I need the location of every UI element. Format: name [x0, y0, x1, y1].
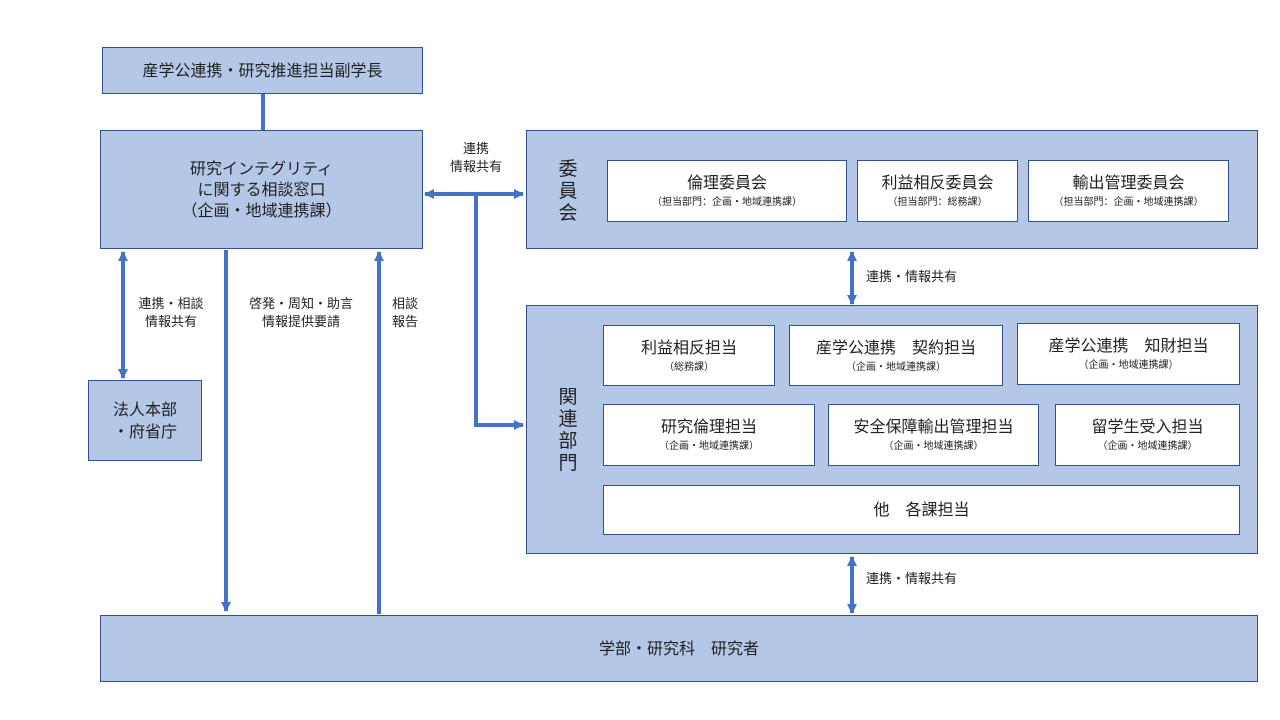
- ip-officer-box: 産学公連携 知財担当 （企画・地域連携課）: [1017, 323, 1240, 385]
- dept-name: 留学生受入担当: [1091, 417, 1204, 436]
- dept-sub: （企画・地域連携課）: [1097, 441, 1198, 452]
- other-departments-label: 他 各課担当: [873, 500, 970, 519]
- report-label: 相談 報告: [391, 297, 418, 330]
- dept-name: 研究倫理担当: [660, 417, 757, 436]
- dept-name: 産学公連携 契約担当: [815, 337, 976, 357]
- vice-president-box: 産学公連携・研究推進担当副学長: [102, 47, 423, 94]
- consult-line-2: に関する相談窓口: [197, 180, 326, 199]
- dept-sub: （企画・地域連携課）: [846, 361, 946, 373]
- dept-sub: （企画・地域連携課）: [659, 441, 759, 452]
- intl-student-box: 留学生受入担当 （企画・地域連携課）: [1055, 404, 1240, 466]
- dept-sub: （企画・地域連携課）: [1078, 360, 1179, 371]
- related-faculty-label: 連携・情報共有: [866, 572, 958, 587]
- consult-ministry-label: 連携・相談 情報共有: [138, 297, 204, 330]
- other-departments-box: 他 各課担当: [603, 485, 1240, 535]
- enlighten-label: 啓発・周知・助言 情報提供要請: [248, 297, 353, 330]
- ministry-line-1: 法人本部: [112, 399, 177, 419]
- faculty-label: 学部・研究科 研究者: [598, 638, 759, 658]
- dept-name: 安全保障輸出管理担当: [853, 417, 1014, 436]
- export-committee-box: 輸出管理委員会 （担当部門：企画・地域連携課）: [1028, 160, 1229, 222]
- dept-sub: （総務課）: [664, 361, 714, 373]
- faculty-researchers-box: 学部・研究科 研究者: [100, 615, 1258, 682]
- vice-president-label: 産学公連携・研究推進担当副学長: [142, 60, 383, 80]
- research-ethics-box: 研究倫理担当 （企画・地域連携課）: [603, 404, 815, 466]
- ministry-box: 法人本部 ・府省庁: [88, 380, 202, 461]
- committee-name: 輸出管理委員会: [1072, 173, 1185, 192]
- committee-dept: （担当部門：企画・地域連携課）: [652, 197, 802, 208]
- dept-name: 利益相反担当: [640, 337, 737, 357]
- related-vertical-label: 関 連 部 門: [558, 386, 578, 474]
- consultation-desk-box: 研究インテグリティ に関する相談窓口 （企画・地域連携課）: [100, 130, 423, 249]
- committee-name: 利益相反委員会: [881, 173, 994, 192]
- export-control-box: 安全保障輸出管理担当 （企画・地域連携課）: [828, 404, 1039, 466]
- consult-right-label: 連携 情報共有: [449, 142, 502, 175]
- consult-related-arrow: [474, 194, 524, 430]
- consult-line-1: 研究インテグリティ: [189, 159, 334, 178]
- committee-name: 倫理委員会: [686, 173, 767, 192]
- committee-dept: （担当部門：企画・地域連携課）: [1053, 197, 1204, 208]
- ministry-line-2: ・府省庁: [112, 421, 177, 441]
- committee-dept: （担当部門：総務課）: [887, 197, 988, 208]
- committee-related-label: 連携・情報共有: [866, 270, 958, 285]
- consult-line-3: （企画・地域連携課）: [181, 201, 342, 220]
- committee-vertical-label: 委 員 会: [558, 158, 578, 224]
- dept-sub: （企画・地域連携課）: [883, 441, 984, 452]
- dept-name: 産学公連携 知財担当: [1048, 336, 1209, 355]
- ethics-committee-box: 倫理委員会 （担当部門：企画・地域連携課）: [607, 160, 847, 222]
- coi-committee-box: 利益相反委員会 （担当部門：総務課）: [857, 160, 1018, 222]
- coi-officer-box: 利益相反担当 （総務課）: [603, 325, 775, 386]
- contract-officer-box: 産学公連携 契約担当 （企画・地域連携課）: [789, 325, 1003, 386]
